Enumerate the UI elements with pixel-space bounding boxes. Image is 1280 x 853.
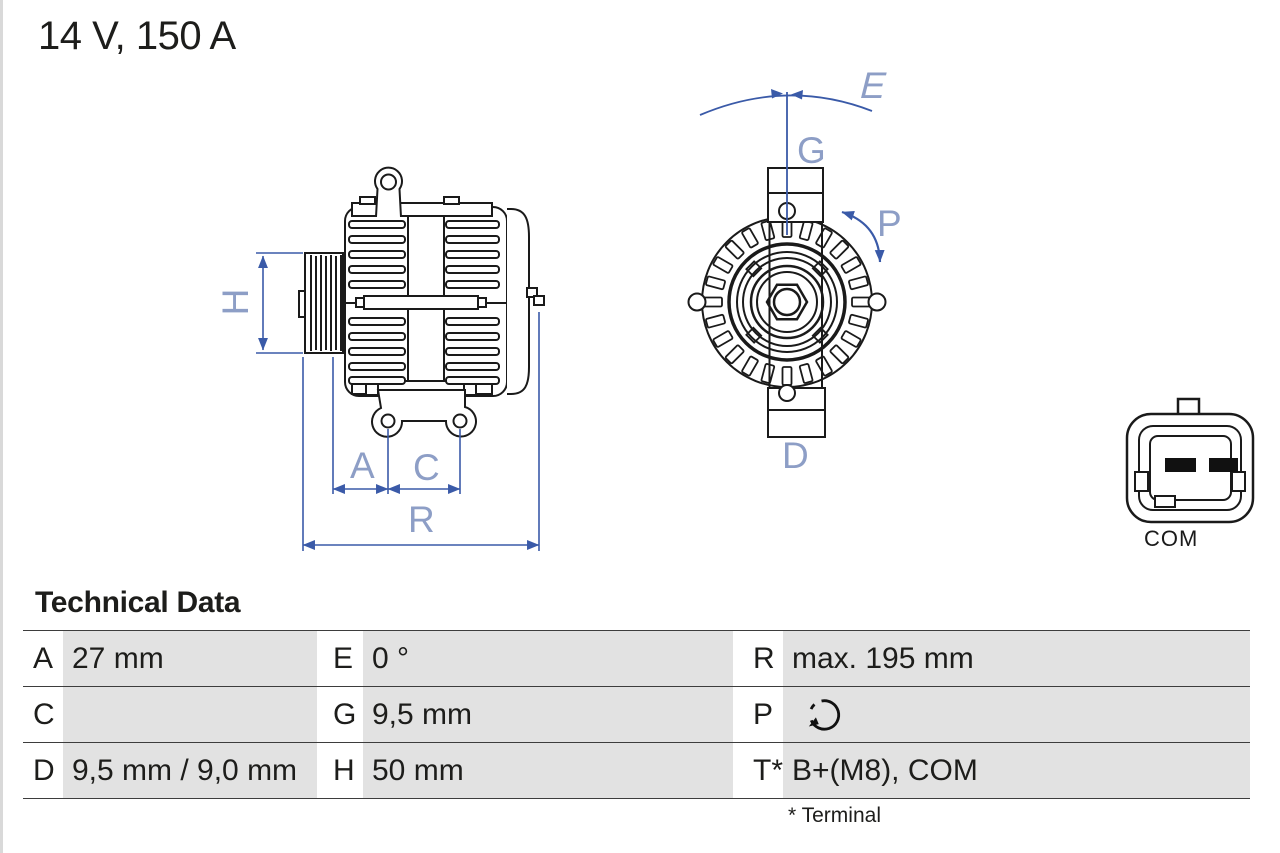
cad-label-a: A [350, 445, 375, 486]
pulley-hub [749, 264, 825, 340]
connector-pins [1165, 458, 1238, 472]
row-label-a: A [33, 642, 54, 675]
cad-label-e: E [856, 65, 891, 106]
rotation-direction-icon [808, 699, 841, 731]
side-view-dimensions [256, 252, 540, 551]
mounting-lug [374, 166, 403, 218]
ear-bottom [778, 384, 796, 402]
row-label-p: P [753, 698, 774, 731]
value-cell-a: 27 mm [63, 631, 317, 686]
value-cell-g: 9,5 mm [363, 687, 733, 742]
angle-arc-e [699, 94, 873, 116]
pulley-rim-heavy [727, 242, 847, 362]
table-row-2: C G 9,5 mm P [23, 686, 1250, 742]
fan-ring-slots [703, 218, 871, 386]
bottom-bracket [767, 387, 826, 438]
value-cell-t: B+(M8), COM [783, 743, 1250, 798]
pulley [298, 252, 344, 354]
connector-inner-wall [1138, 425, 1242, 511]
rear-cover [507, 208, 530, 395]
value-cell-d: 9,5 mm / 9,0 mm [63, 743, 317, 798]
row-label-c: C [33, 698, 55, 731]
hex-nut [765, 283, 809, 321]
connector-com-label: COM [1144, 526, 1198, 551]
front-view-dimensions [699, 89, 885, 263]
table-row-1: A 27 mm E 0 ° R max. 195 mm [23, 630, 1250, 686]
cad-label-r: R [408, 499, 435, 540]
cad-label-g: G [797, 130, 826, 171]
row-label-g: G [333, 698, 357, 731]
pulley-hub-inner [756, 271, 818, 333]
com-connector [1125, 397, 1255, 524]
side-view-drawing [298, 166, 545, 438]
ear-right [867, 292, 887, 312]
row-label-t: T* [753, 754, 783, 787]
page-edge-strip [0, 0, 3, 853]
pulley-groove-outer [736, 251, 838, 353]
b-plus-terminal [526, 287, 545, 306]
cad-label-h: H [215, 289, 256, 316]
cad-label-p: P [877, 203, 902, 244]
technical-data-table: A 27 mm E 0 ° R max. 195 mm C G 9,5 mm P [23, 630, 1250, 799]
value-cell-r: max. 195 mm [783, 631, 1250, 686]
page-title: 14 V, 150 A [38, 14, 236, 58]
cad-label-d: D [782, 435, 809, 476]
shaft-center [772, 287, 802, 317]
technical-data-heading: Technical Data [35, 586, 241, 619]
value-cell-p [783, 687, 1250, 742]
ear-left [687, 292, 707, 312]
value-cell-h: 50 mm [363, 743, 733, 798]
row-label-r: R [753, 642, 775, 675]
rotation-arrow-p [841, 210, 885, 263]
cad-label-c: C [413, 447, 440, 488]
row-label-d: D [33, 754, 55, 787]
terminal-footnote: * Terminal [788, 804, 881, 827]
table-row-3: D 9,5 mm / 9,0 mm H 50 mm T* B+(M8), COM [23, 742, 1250, 798]
value-cell-e: 0 ° [363, 631, 733, 686]
technical-drawing: H A C R [215, 65, 1255, 551]
cooling-fins [348, 220, 500, 385]
row-label-h: H [333, 754, 355, 787]
value-cell-c [63, 687, 317, 742]
front-view-drawing [687, 167, 887, 438]
row-label-e: E [333, 642, 354, 675]
pulley-groove-inner [742, 257, 832, 347]
mounting-bracket [365, 383, 477, 438]
